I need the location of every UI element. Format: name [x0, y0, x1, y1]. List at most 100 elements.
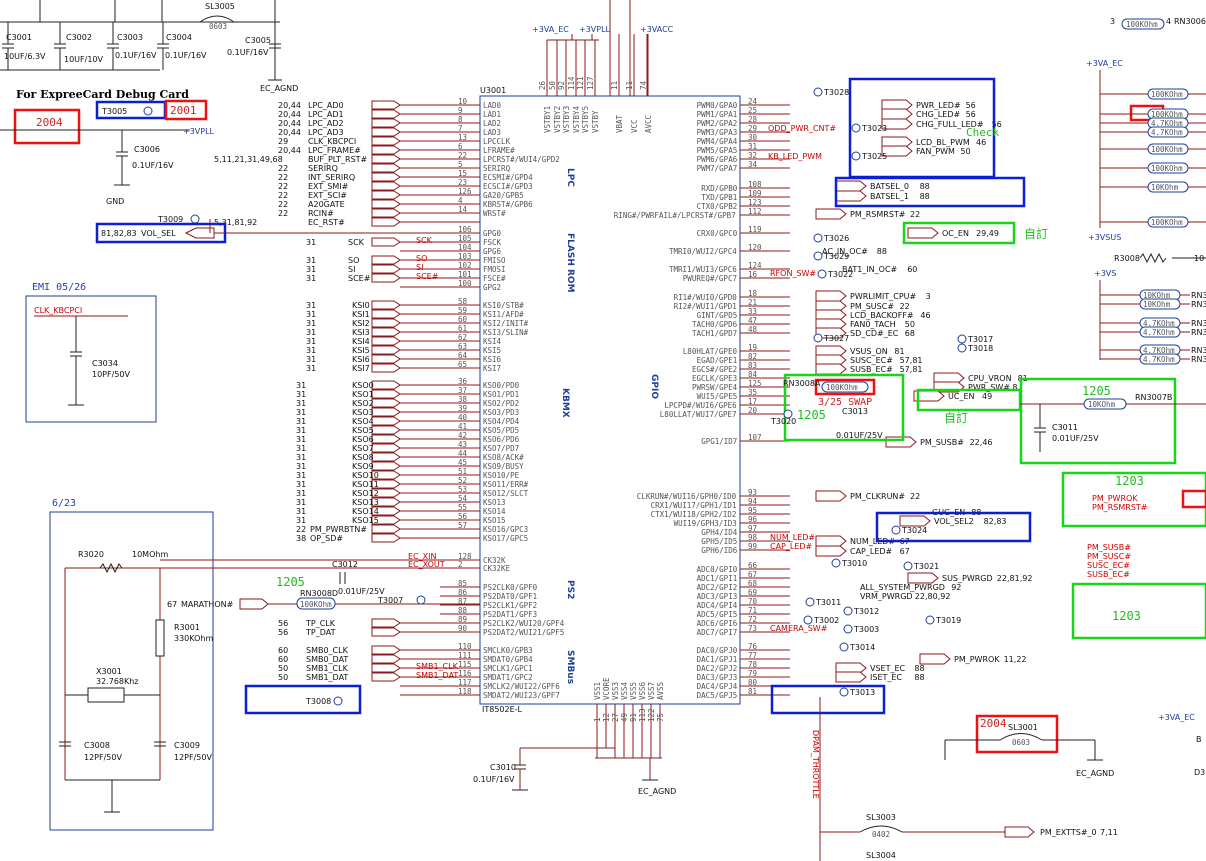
net-port	[371, 181, 401, 191]
chip-pin-num: 30	[748, 133, 758, 142]
right-net-lcd-backoff: LCD_BACKOFF#46	[815, 309, 931, 321]
right-pin-row: PWRSW/GPE4 125	[692, 379, 790, 392]
block-ps2: PS2	[565, 580, 575, 599]
sl3003-val: 0402	[872, 830, 890, 839]
net-port	[371, 434, 401, 444]
c3004-val: 0.1UF/16V	[165, 51, 207, 60]
right-net-pwr-led: PWR_LED#56	[881, 99, 976, 111]
svg-text:T3013: T3013	[849, 688, 875, 697]
chip-pin-num: 79	[748, 669, 757, 678]
fr-resistor: 100KOhm	[1100, 162, 1206, 174]
marathon-ref: 67	[167, 600, 177, 609]
chip-pin-name: ADC0/GPI0	[697, 565, 738, 574]
chip-pin-name: KSI7	[483, 364, 501, 373]
chip-pin-name: KSO6/PD6	[483, 435, 520, 444]
net-label: KSO9	[352, 462, 374, 471]
x3001-ref: X3001	[96, 667, 122, 676]
svg-text:56: 56	[966, 110, 976, 119]
c3001-capacitor: C3001 10UF/6.3V	[2, 22, 46, 70]
pm-extts-ref: 7,11	[1100, 828, 1118, 837]
net-label: CLK_KBCPCI	[308, 137, 356, 146]
net-port	[371, 264, 401, 274]
svg-text:88: 88	[920, 192, 930, 201]
rn3007b-ref: RN3007B	[1135, 393, 1172, 402]
net-label: SMB1_DAT	[306, 673, 348, 682]
svg-text:4.7KOhm: 4.7KOhm	[1143, 346, 1175, 355]
chip-pin-name: CLKRUN#/WUI16/GPH0/ID0	[637, 492, 737, 501]
net-port	[371, 389, 401, 399]
net-label: TP_DAT	[305, 628, 336, 637]
svg-text:22,81,92: 22,81,92	[997, 574, 1033, 583]
chip-part: IT8502E-L	[482, 705, 523, 714]
net-ref: 50	[278, 664, 288, 673]
svg-text:T3011: T3011	[815, 598, 841, 607]
svg-text:SUSC_EC#: SUSC_EC#	[850, 356, 893, 365]
top-pin-num: 92	[557, 81, 566, 90]
net-ref: 31	[296, 399, 306, 408]
chip-pin-name: KSO14	[483, 507, 506, 516]
c3008-ref: C3008	[84, 741, 110, 750]
chip-pin-num: 18	[748, 289, 758, 298]
annotation-1205-a: 1205	[276, 575, 305, 589]
chip-pin-name: GPH6/ID6	[701, 546, 738, 555]
c3013-val: 0.01UF/25V	[836, 431, 883, 440]
chip-pin-name: PS2DAT1/GPF3	[483, 610, 537, 619]
chip-pin-name: KSI1/AFD#	[483, 310, 524, 319]
chip-pin-num: 8	[458, 115, 463, 124]
net-ref: 60	[278, 646, 288, 655]
chip-pin-num: 109	[748, 189, 762, 198]
chip-pin-name: KSI3/SLIN#	[483, 328, 529, 337]
chip-pin-num: 10	[458, 97, 468, 106]
svg-text:22: 22	[910, 210, 920, 219]
chip-pin-num: 84	[748, 370, 758, 379]
rail-3va-ec-right: +3VA_EC	[1086, 59, 1123, 68]
chip-pin-num: 71	[748, 606, 757, 615]
svg-text:T3023: T3023	[861, 124, 887, 133]
chip-pin-num: 83	[748, 361, 757, 370]
svg-text:60: 60	[907, 265, 917, 274]
top-pin-name: VSTBY	[591, 110, 600, 133]
chip-pin-name: KSI6	[483, 355, 502, 364]
t3008-testpoint	[333, 696, 343, 706]
crystal-block: 6/23 R3020 10MOhm R3001 330KOhm X3001 32…	[49, 498, 480, 831]
chip-pin-name: CTX0/GPB2	[697, 202, 738, 211]
c3001-val: 10UF/6.3V	[4, 52, 46, 61]
chip-top-pins: +3VA_EC +3VPLL +3VACC 26VSTBY150VSTBY292…	[532, 0, 674, 133]
chip-pin-name: TMRI1/WUI3/GPC6	[669, 265, 737, 274]
chip-pin-name: GPG6	[483, 247, 502, 256]
chip-pin-num: 78	[748, 660, 758, 669]
svg-text:67: 67	[900, 547, 910, 556]
chip-pin-name: PWRSW/GPE4	[692, 383, 738, 392]
chip-pin-name: ADC3/GPI3	[697, 592, 738, 601]
chip-pin-name: KSO3/PD3	[483, 408, 519, 417]
chip-pin-num: 32	[748, 151, 757, 160]
chip-pin-num: 96	[748, 515, 758, 524]
svg-text:T3022: T3022	[827, 270, 853, 279]
chip-pin-name: DAC2/GPJ2	[697, 664, 738, 673]
chip-pin-num: 125	[748, 379, 762, 388]
chip-pin-name: TMRI0/WUI2/GPC4	[669, 247, 737, 256]
net-ref: 20,44	[278, 128, 301, 137]
chip-pin-num: 118	[458, 687, 472, 696]
annotation-2001-box	[164, 99, 208, 121]
svg-text:T3024: T3024	[901, 526, 927, 535]
net-ref: 20,44	[278, 110, 301, 119]
c3011-ref: C3011	[1052, 423, 1078, 432]
net-label: KSO15	[352, 516, 379, 525]
annotation-2004: 2004	[36, 116, 63, 129]
net-label: KSO0	[352, 381, 374, 390]
svg-text:CAP_LED#: CAP_LED#	[850, 547, 893, 556]
svg-text:100KOhm: 100KOhm	[1151, 90, 1183, 99]
chip-pin-num: 85	[458, 579, 467, 588]
net-ref: 31	[296, 390, 306, 399]
sl3001-red-box	[975, 714, 1059, 754]
